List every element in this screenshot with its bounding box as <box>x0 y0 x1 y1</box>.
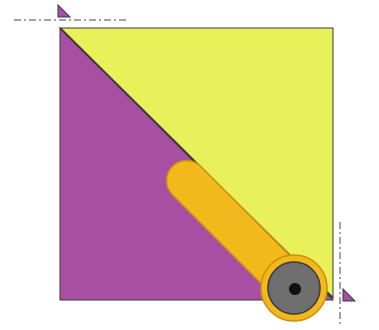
dog-ear-top-left <box>58 5 70 17</box>
dog-ear-bottom-right <box>343 289 355 301</box>
cutter-hub <box>289 283 301 295</box>
